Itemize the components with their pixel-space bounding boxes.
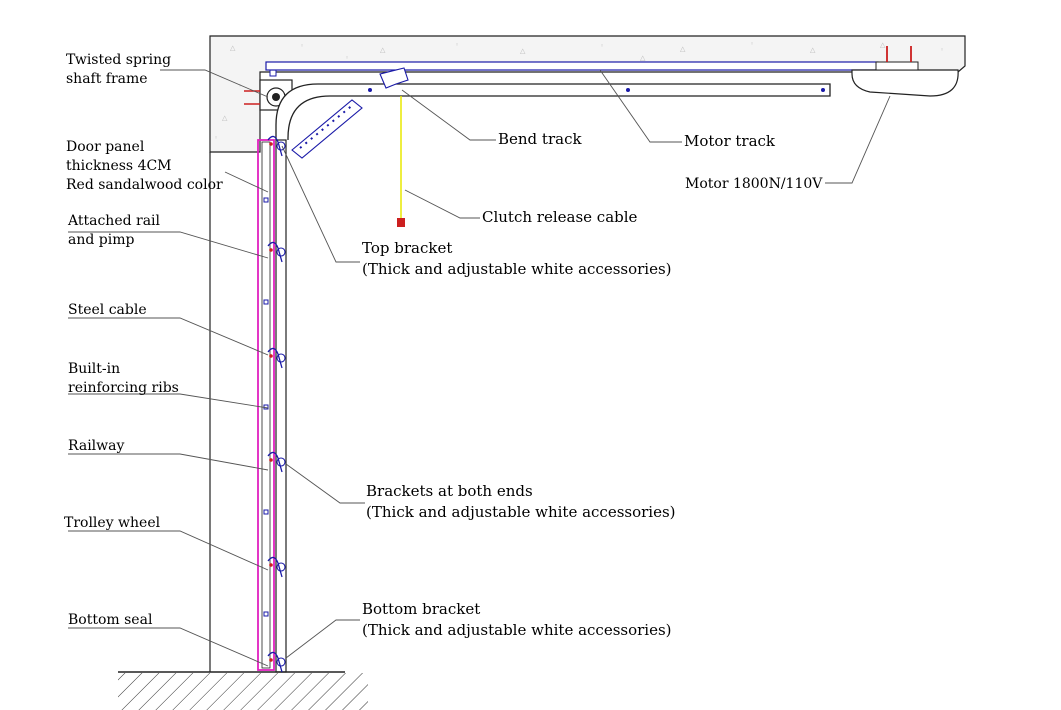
- svg-text:△: △: [380, 46, 386, 54]
- svg-text:◦: ◦: [455, 41, 459, 49]
- label-brackets-both-ends: Brackets at both ends(Thick and adjustab…: [366, 482, 676, 521]
- reinforcing-rib: [263, 197, 269, 203]
- label-steel-cable: Steel cable: [68, 302, 147, 318]
- door-panel: [257, 135, 287, 673]
- svg-text:◦: ◦: [300, 42, 304, 50]
- pin: [269, 354, 273, 358]
- bracket: [267, 651, 283, 673]
- svg-text:△: △: [810, 46, 816, 54]
- label-clutch-cable: Clutch release cable: [482, 208, 638, 226]
- ground: [118, 671, 368, 710]
- pin: [269, 142, 273, 146]
- svg-text:△: △: [880, 41, 886, 49]
- bracket: [267, 135, 283, 157]
- pin: [269, 658, 273, 662]
- svg-text:△: △: [640, 54, 646, 62]
- label-motor-track: Motor track: [684, 132, 776, 150]
- label-railway: Railway: [68, 438, 125, 454]
- svg-text:△: △: [230, 44, 236, 52]
- svg-text:◦: ◦: [940, 46, 944, 54]
- clutch-release-cable: [397, 96, 405, 227]
- motor-unit: [851, 46, 959, 97]
- svg-text:◦: ◦: [238, 82, 242, 90]
- bracket: [267, 241, 283, 263]
- pin: [269, 248, 273, 252]
- bend-track: [275, 83, 831, 140]
- label-motor: Motor 1800N/110V: [685, 176, 823, 192]
- pin: [269, 563, 273, 567]
- pin: [269, 458, 273, 462]
- label-bottom-seal: Bottom seal: [68, 612, 153, 628]
- svg-text:◦: ◦: [750, 40, 754, 48]
- svg-text:◦: ◦: [600, 42, 604, 50]
- leader-lines: [68, 69, 891, 667]
- bracket: [267, 451, 283, 473]
- motor-track: [265, 61, 879, 71]
- reinforcing-rib: [263, 509, 269, 515]
- label-bend-track: Bend track: [498, 130, 582, 148]
- reinforcing-rib: [263, 299, 269, 305]
- label-top-bracket: Top bracket(Thick and adjustable white a…: [362, 239, 672, 278]
- top-arm: [291, 67, 409, 159]
- svg-text:△: △: [680, 45, 686, 53]
- label-trolley-wheel: Trolley wheel: [64, 515, 161, 531]
- svg-text:◦: ◦: [214, 134, 218, 142]
- bracket: [267, 347, 283, 369]
- svg-text:△: △: [520, 47, 526, 55]
- svg-text:△: △: [222, 114, 228, 122]
- bracket: [267, 556, 283, 578]
- svg-text:◦: ◦: [345, 54, 349, 62]
- label-bottom-bracket: Bottom bracket(Thick and adjustable whit…: [362, 600, 672, 639]
- reinforcing-rib: [263, 611, 269, 617]
- reinforcing-rib: [263, 404, 269, 410]
